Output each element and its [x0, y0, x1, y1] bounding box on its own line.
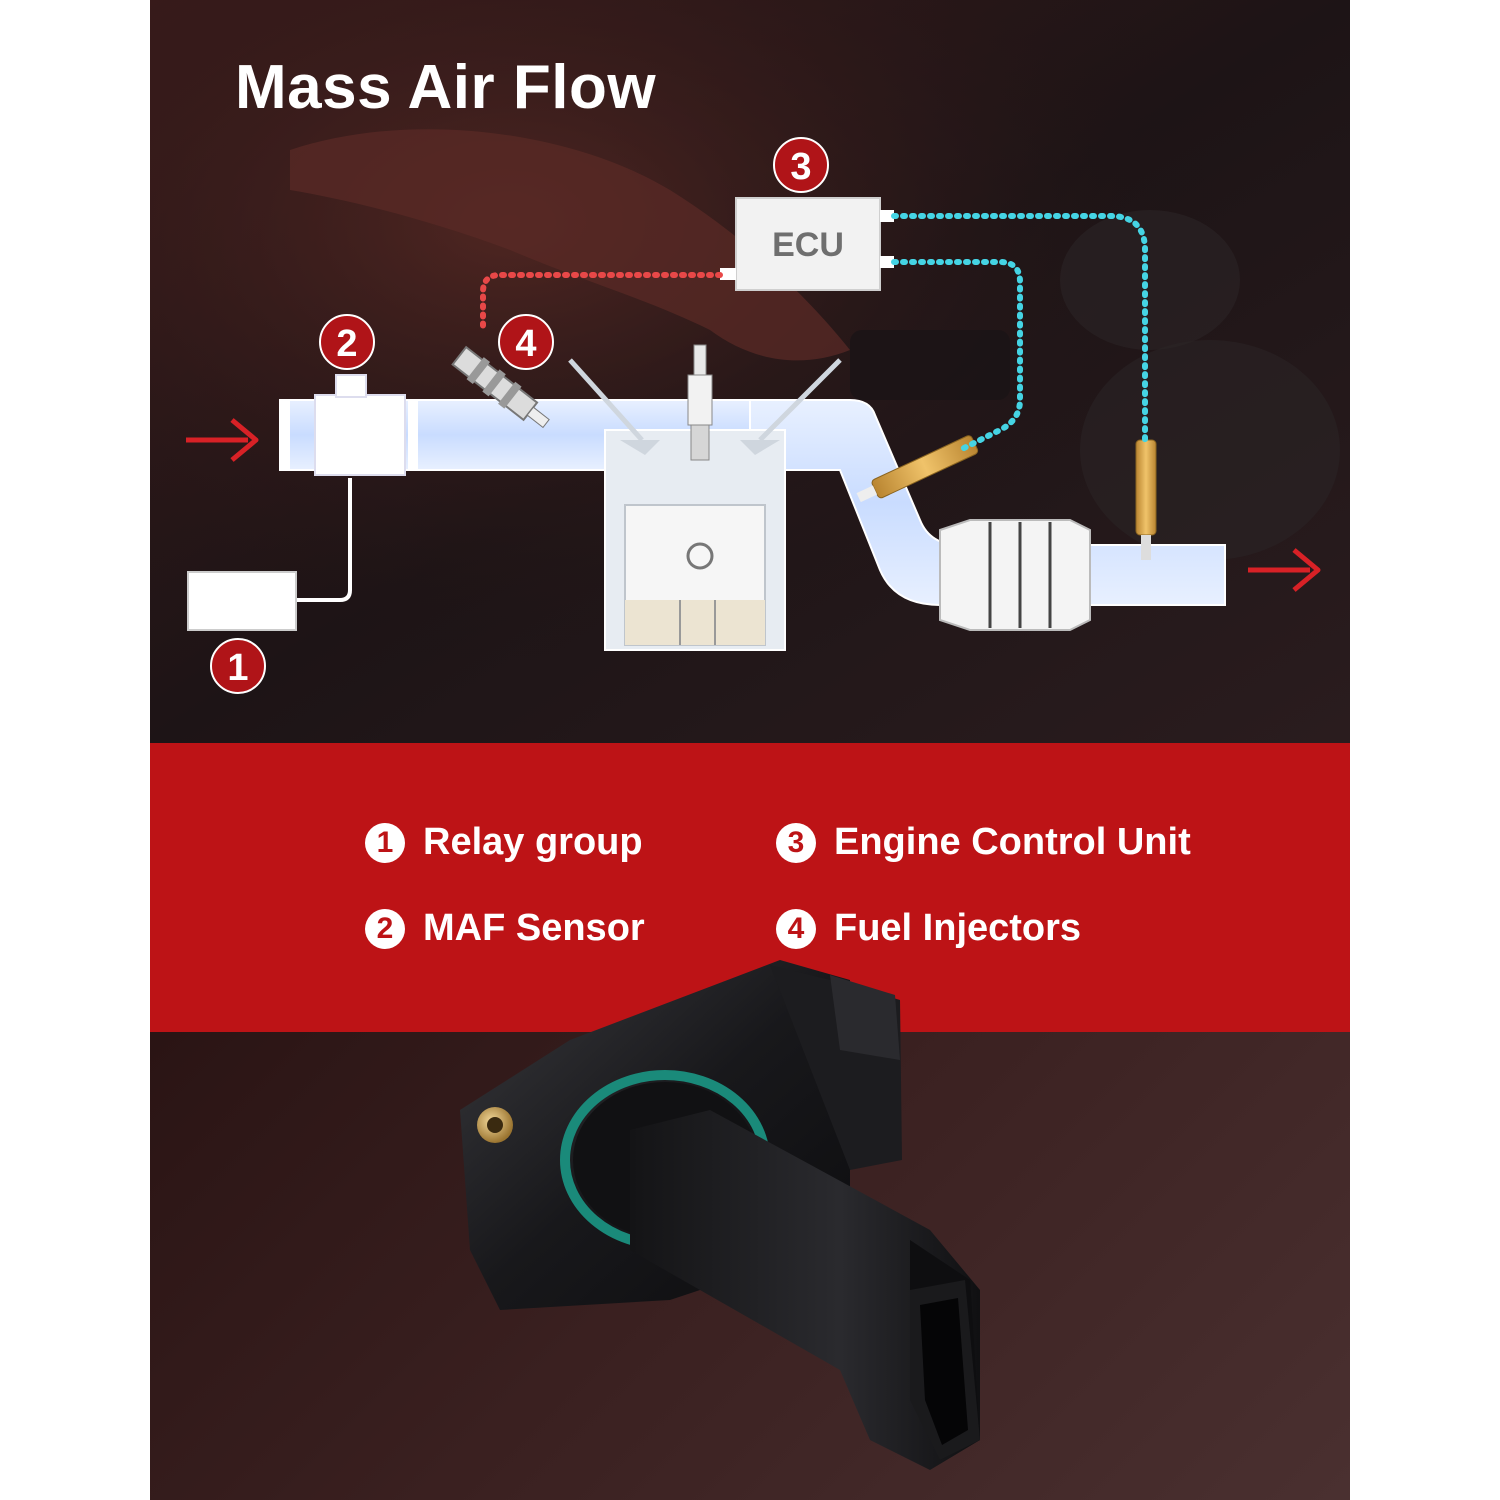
badge-2: 2	[319, 314, 375, 370]
catalytic-converter	[939, 519, 1091, 631]
poster: ECU 1 2	[150, 0, 1350, 1500]
diagram-panel: ECU 1 2	[150, 0, 1350, 743]
product-panel	[150, 1032, 1350, 1500]
legend-item-maf-sensor: 2 MAF Sensor	[365, 907, 645, 950]
ecu-label: ECU	[772, 226, 844, 264]
ecu-box: ECU	[720, 197, 894, 291]
injector-signal-line	[480, 272, 723, 333]
engine-diagram: ECU 1 2	[150, 0, 1350, 743]
fuel-injector-diagram	[451, 345, 550, 429]
svg-text:4: 4	[515, 323, 536, 365]
badge-4: 4	[498, 314, 554, 370]
svg-text:2: 2	[336, 323, 357, 365]
maf-sensor-diagram	[280, 374, 418, 476]
upstream-sensor-signal-line	[891, 259, 1023, 453]
legend-number-badge: 2	[365, 908, 405, 949]
inflow-arrow	[186, 418, 259, 462]
relay-box	[187, 571, 297, 631]
legend-number-badge: 3	[776, 822, 816, 863]
svg-text:1: 1	[227, 647, 248, 689]
legend-label: Fuel Injectors	[834, 907, 1082, 949]
legend-number-badge: 1	[365, 822, 405, 863]
page-title: Mass Air Flow	[235, 53, 657, 122]
legend-label: MAF Sensor	[423, 907, 645, 949]
svg-text:3: 3	[790, 146, 811, 188]
badge-1: 1	[210, 638, 266, 694]
legend-item-relay-group: 1 Relay group	[365, 821, 643, 864]
outflow-arrow	[1248, 548, 1321, 592]
legend-band: 1 Relay group 3 Engine Control Unit 2 MA…	[150, 743, 1350, 1032]
downstream-sensor-signal-line	[891, 213, 1148, 443]
legend-label: Engine Control Unit	[834, 821, 1191, 863]
legend-label: Relay group	[423, 821, 643, 863]
engine-cylinder	[568, 344, 842, 651]
legend-number-badge: 4	[776, 908, 816, 949]
relay-wire	[296, 478, 352, 602]
legend-item-engine-control-unit: 3 Engine Control Unit	[776, 821, 1191, 864]
legend-item-fuel-injectors: 4 Fuel Injectors	[776, 907, 1081, 950]
badge-3: 3	[773, 137, 829, 193]
hand-silhouette	[290, 129, 850, 361]
